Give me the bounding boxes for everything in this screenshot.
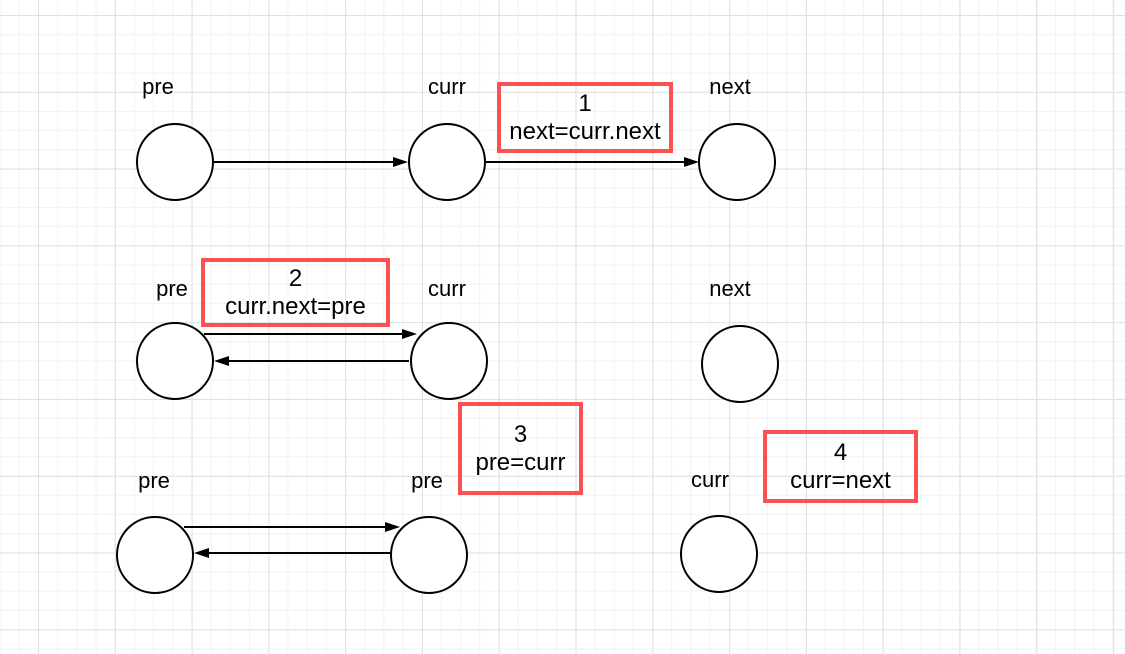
node-label-row2-curr: curr <box>428 276 466 301</box>
node-circle-row2-pre <box>136 322 214 400</box>
node-circle-row3-pre <box>116 516 194 594</box>
step-box-3: 3 pre=curr <box>458 402 583 495</box>
node-label-row1-next: next <box>709 74 751 99</box>
arrow-head-icon <box>214 356 229 366</box>
node-label-row3-curr: curr <box>691 467 729 492</box>
node-circle-row3-pre2 <box>390 516 468 594</box>
arrow-row1-pre-to-curr <box>214 156 408 168</box>
arrow-line <box>206 552 390 554</box>
step-number: 1 <box>578 89 592 117</box>
step-box-2: 2 curr.next=pre <box>201 258 390 327</box>
arrow-line <box>204 333 405 335</box>
node-circle-row1-next <box>698 123 776 201</box>
node-circle-row2-curr <box>410 322 488 400</box>
node-label-row2-pre: pre <box>156 276 188 301</box>
node-label-row1-pre: pre <box>142 74 174 99</box>
arrow-head-icon <box>194 548 209 558</box>
step-number: 4 <box>833 438 848 466</box>
arrow-row2-curr-to-pre <box>214 355 409 367</box>
node-label-row1-curr: curr <box>428 74 466 99</box>
step-box-1: 1 next=curr.next <box>497 82 673 153</box>
step-code: curr=next <box>790 466 891 494</box>
arrow-line <box>214 161 396 163</box>
arrow-head-icon <box>684 157 699 167</box>
step-code: curr.next=pre <box>225 292 366 320</box>
step-box-4: 4 curr=next <box>763 430 918 503</box>
node-label-row3-pre: pre <box>138 468 170 493</box>
arrow-line <box>184 526 388 528</box>
arrow-row1-curr-to-next <box>486 156 699 168</box>
step-code: pre=curr <box>475 448 566 476</box>
arrow-line <box>226 360 409 362</box>
step-code: next=curr.next <box>509 117 661 145</box>
arrow-line <box>486 161 687 163</box>
node-circle-row1-pre <box>136 123 214 201</box>
arrow-row3-pre2-to-pre <box>194 547 390 559</box>
arrow-row3-pre-to-pre2 <box>184 521 400 533</box>
arrow-head-icon <box>385 522 400 532</box>
arrow-row2-pre-to-curr <box>204 328 417 340</box>
node-circle-row3-curr <box>680 515 758 593</box>
arrow-head-icon <box>393 157 408 167</box>
node-label-row3-pre2: pre <box>411 468 443 493</box>
node-label-row2-next: next <box>709 276 751 301</box>
node-circle-row1-curr <box>408 123 486 201</box>
step-number: 2 <box>288 264 303 292</box>
node-circle-row2-next <box>701 325 779 403</box>
arrow-head-icon <box>402 329 417 339</box>
step-number: 3 <box>513 420 528 448</box>
